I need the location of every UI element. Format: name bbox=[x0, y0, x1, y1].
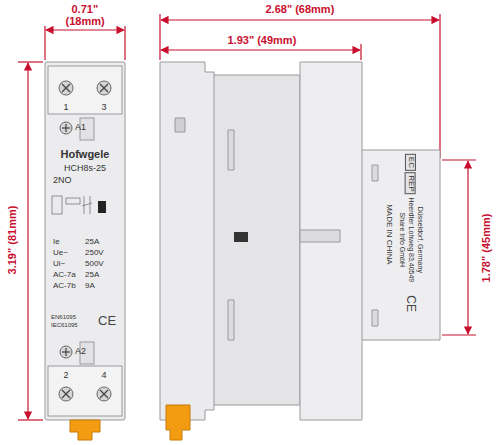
contactor-side: EC REP Share Info GmbHHeerdter Lohweg 83,4… bbox=[160, 62, 440, 420]
importer-address: Heerdter Lohweg 83,40549 bbox=[407, 197, 415, 282]
contactor-front: 1 3A1HofwgeleHCH8s-25 2NO Ie 25A Ue~ 250V Ui~ 50… bbox=[45, 62, 125, 420]
spec-label: AC-7b bbox=[53, 282, 76, 291]
dimension-label: 3.19" (81mm) bbox=[6, 205, 18, 276]
spec-label: Ue~ bbox=[53, 249, 68, 258]
ec-rep-mark: REP bbox=[405, 172, 416, 194]
importer-address: Share Info GmbH bbox=[398, 213, 406, 267]
dimension-label: 1.78" (45mm) bbox=[480, 213, 492, 284]
spec-value: 500V bbox=[85, 260, 104, 269]
spec-label: Ie bbox=[53, 238, 60, 247]
terminal-number: 3 bbox=[102, 103, 107, 113]
dimension-label: 1.93" (49mm) bbox=[227, 34, 298, 46]
contact-type: 2NO bbox=[53, 176, 72, 186]
dimension-label: 2.68" (68mm) bbox=[265, 3, 336, 15]
brand-name: Hofwgele bbox=[61, 148, 110, 160]
terminal-number: 4 bbox=[102, 371, 107, 381]
ec-rep-mark: EC bbox=[405, 153, 416, 170]
importer-address: Düsseldorf, Germany bbox=[416, 207, 424, 273]
ce-mark: CE bbox=[98, 314, 116, 328]
dimension-label: (18mm) bbox=[65, 15, 106, 27]
spec-label: Ui~ bbox=[53, 260, 65, 269]
spec-value: 9A bbox=[85, 282, 95, 291]
spec-value: 250V bbox=[85, 249, 104, 258]
model-number: HCH8s-25 bbox=[64, 164, 106, 174]
standard-mark: IEC61095 bbox=[51, 322, 78, 329]
terminal-number: 2 bbox=[64, 371, 69, 381]
coil-terminal: A2 bbox=[75, 347, 86, 357]
spec-value: 25A bbox=[85, 271, 99, 280]
spec-label: AC-7a bbox=[53, 271, 76, 280]
coil-terminal: A1 bbox=[75, 123, 86, 133]
standard-mark: EN61095 bbox=[51, 314, 76, 321]
ce-mark: CE bbox=[403, 295, 416, 312]
dimension-label: 0.71" bbox=[71, 3, 100, 15]
origin-mark: MADE IN CHINA bbox=[384, 204, 393, 264]
spec-value: 25A bbox=[85, 238, 99, 247]
terminal-number: 1 bbox=[64, 103, 69, 113]
